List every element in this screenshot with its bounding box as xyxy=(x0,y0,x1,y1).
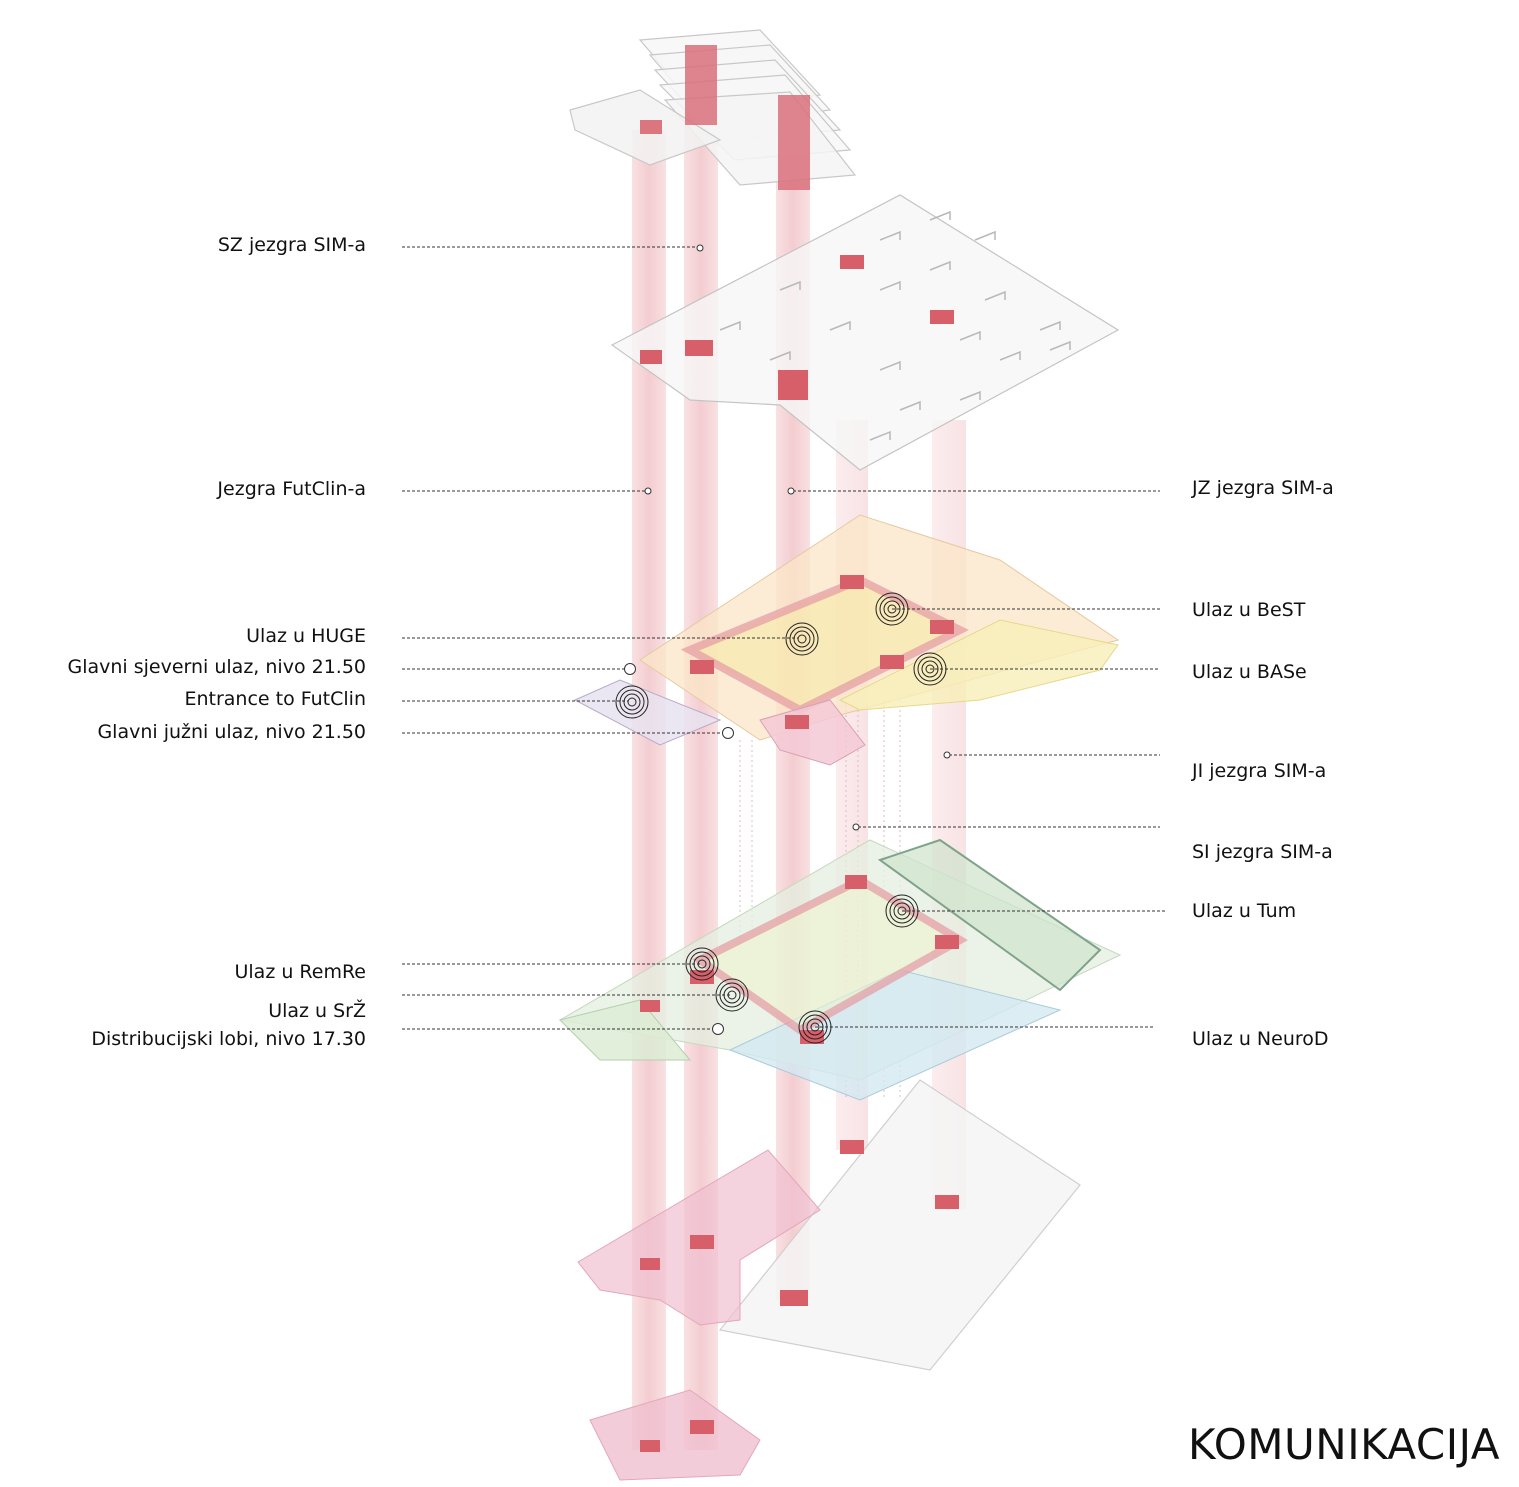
dot-north-entrance xyxy=(624,663,636,675)
label-futclin-entrance: Entrance to FutClin xyxy=(184,688,366,710)
upper-slab xyxy=(610,194,1120,471)
leader-lines xyxy=(402,246,1167,1030)
dot-sz-core xyxy=(696,244,704,252)
label-neurod-entrance: Ulaz u NeuroD xyxy=(1192,1028,1329,1050)
target-srz xyxy=(715,978,749,1012)
dot-si-core xyxy=(852,823,860,831)
label-huge-entrance: Ulaz u HUGE xyxy=(246,625,366,647)
lower-plinth xyxy=(577,1079,1081,1371)
lower-slab xyxy=(558,838,1122,1101)
target-futclin-entrance xyxy=(615,685,649,719)
label-remre-entrance: Ulaz u RemRe xyxy=(234,961,366,983)
label-ji-core: JI jezgra SIM-a xyxy=(1192,760,1327,782)
bottom-foot xyxy=(589,1389,761,1481)
label-si-core: SI jezgra SIM-a xyxy=(1192,841,1333,863)
target-huge xyxy=(785,622,819,656)
target-neurod xyxy=(798,1010,832,1044)
page-title: KOMUNIKACIJA xyxy=(1188,1420,1500,1469)
target-best xyxy=(875,592,909,626)
label-sz-core: SZ jezgra SIM-a xyxy=(217,234,366,256)
target-remre xyxy=(685,947,719,981)
target-base xyxy=(913,652,947,686)
dot-ji-core xyxy=(943,751,951,759)
leader-dots xyxy=(624,244,951,1035)
label-base-entrance: Ulaz u BASe xyxy=(1192,661,1307,683)
dot-futclin-core xyxy=(644,487,652,495)
label-tum-entrance: Ulaz u Tum xyxy=(1192,900,1297,922)
label-futclin-core: Jezgra FutClin-a xyxy=(217,478,366,500)
label-srz-entrance: Ulaz u SrŽ xyxy=(268,1000,366,1022)
target-tum xyxy=(885,894,919,928)
label-north-entrance: Glavni sjeverni ulaz, nivo 21.50 xyxy=(67,656,366,678)
entrance-markers xyxy=(615,592,947,1044)
dot-lobby xyxy=(712,1023,724,1035)
dot-south-entrance xyxy=(722,727,734,739)
label-jz-core: JZ jezgra SIM-a xyxy=(1192,477,1334,499)
top-tower xyxy=(569,29,857,190)
dot-jz-core xyxy=(787,487,795,495)
label-south-entrance: Glavni južni ulaz, nivo 21.50 xyxy=(97,721,366,743)
label-best-entrance: Ulaz u BeST xyxy=(1192,599,1306,621)
label-lobby: Distribucijski lobi, nivo 17.30 xyxy=(91,1028,366,1050)
